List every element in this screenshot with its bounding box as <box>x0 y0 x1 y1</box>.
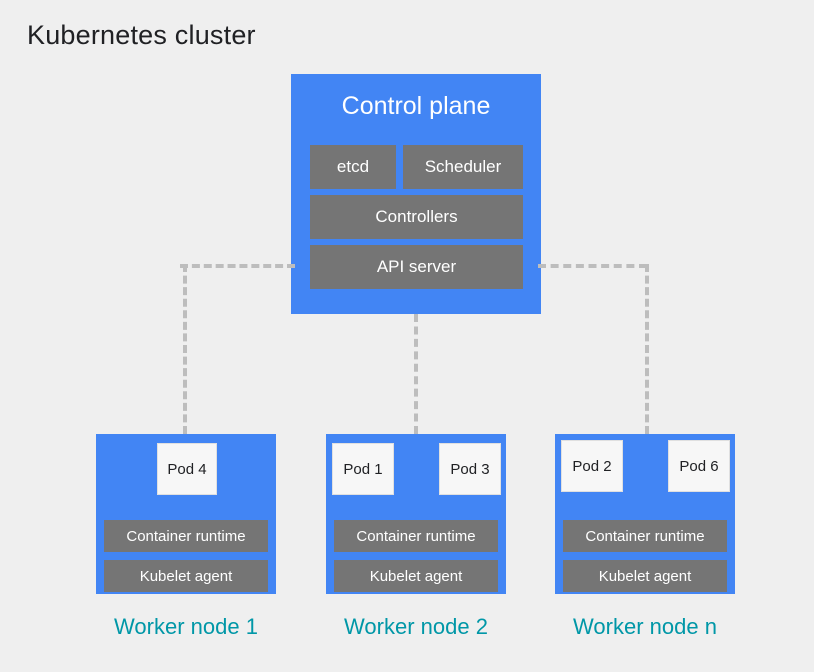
worker-node-n-label: Worker node n <box>573 614 717 639</box>
pod-box: Pod 6 <box>668 440 730 492</box>
worker-node-2-box: Pod 1 Pod 3 Container runtime Kubelet ag… <box>326 434 506 594</box>
control-plane-component-controllers: Controllers <box>310 195 523 239</box>
worker-node-2-label: Worker node 2 <box>344 614 488 639</box>
connector-api-to-node-2-vertical <box>414 314 418 434</box>
worker-node-1-kubelet-agent: Kubelet agent <box>104 560 268 592</box>
worker-node-2-kubelet-agent: Kubelet agent <box>334 560 498 592</box>
worker-node-n-container-runtime: Container runtime <box>563 520 727 552</box>
control-plane-component-scheduler: Scheduler <box>403 145 523 189</box>
worker-node-1-container-runtime: Container runtime <box>104 520 268 552</box>
pod-box: Pod 3 <box>439 443 501 495</box>
worker-node-n-kubelet-agent: Kubelet agent <box>563 560 727 592</box>
worker-node-1-box: Pod 4 Container runtime Kubelet agent <box>96 434 276 594</box>
pod-box: Pod 1 <box>332 443 394 495</box>
control-plane-box: Control plane etcd Scheduler Controllers… <box>291 74 541 314</box>
connector-api-to-node-n-horizontal <box>538 264 647 268</box>
worker-node-n-box: Pod 2 Pod 6 Container runtime Kubelet ag… <box>555 434 735 594</box>
worker-node-1-label: Worker node 1 <box>114 614 258 639</box>
worker-node-2-container-runtime: Container runtime <box>334 520 498 552</box>
connector-api-to-node-1-vertical <box>183 264 187 434</box>
pod-box: Pod 4 <box>157 443 217 495</box>
connector-api-to-node-1-horizontal <box>180 264 295 268</box>
control-plane-component-etcd: etcd <box>310 145 396 189</box>
connector-api-to-node-n-vertical <box>645 264 649 434</box>
control-plane-component-api-server: API server <box>310 245 523 289</box>
page-title: Kubernetes cluster <box>27 20 256 50</box>
pod-box: Pod 2 <box>561 440 623 492</box>
control-plane-title: Control plane <box>341 92 491 120</box>
